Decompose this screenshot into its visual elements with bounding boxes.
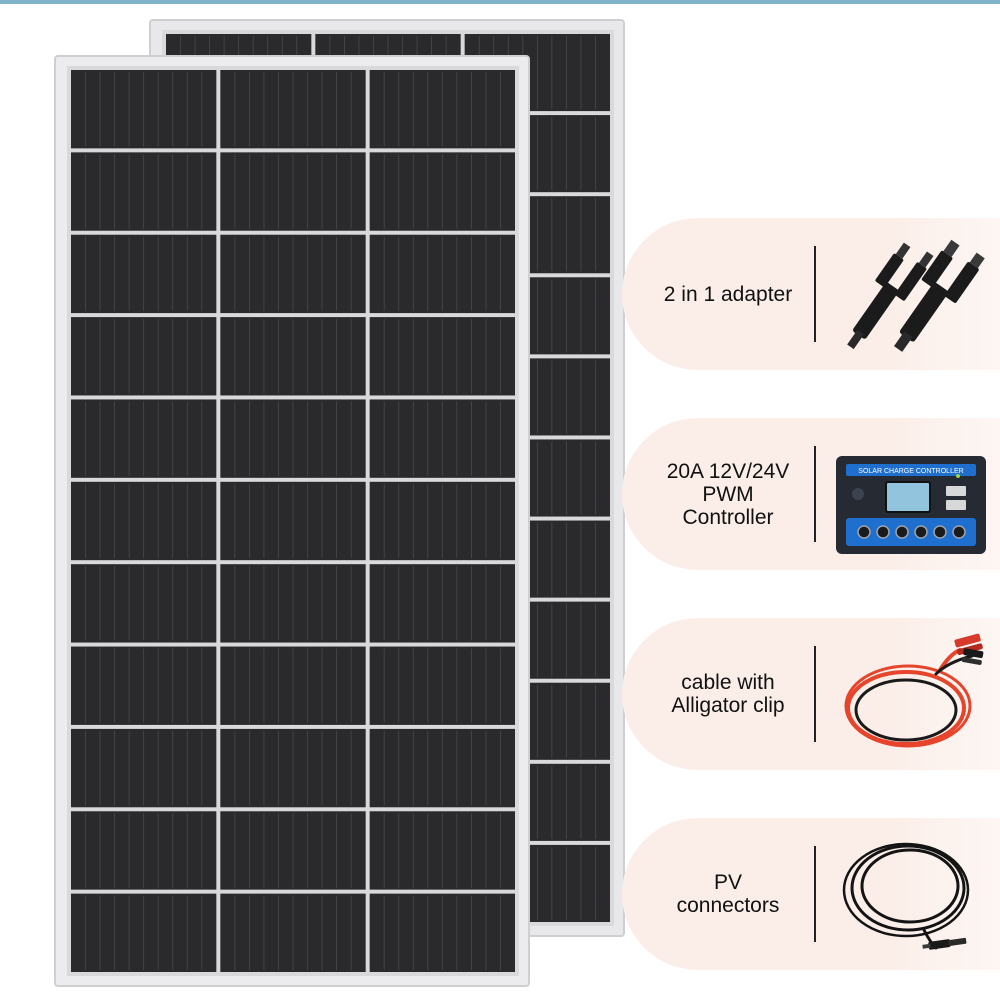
top-strip [0, 0, 1000, 4]
accessory-card-cable: cable with Alligator clip [622, 618, 1000, 770]
cable-label: cable with Alligator clip [671, 671, 785, 717]
accessory-card-adapter: 2 in 1 adapter [622, 218, 1000, 370]
card-divider [814, 446, 816, 542]
accessory-card-controller: 20A 12V/24V PWM Controller SOLAR CHARGE … [622, 418, 1000, 570]
adapter-label: 2 in 1 adapter [663, 282, 793, 306]
pv-label: PV connectors [676, 871, 780, 917]
controller-device-text: SOLAR CHARGE CONTROLLER [858, 468, 963, 475]
controller-label: 20A 12V/24V PWM Controller [666, 459, 790, 529]
card-divider [814, 646, 816, 742]
alligator-clip-cable-icon [844, 633, 984, 748]
front-solar-panel [54, 55, 530, 987]
card-divider [814, 846, 816, 942]
y-branch-connector-icon [847, 239, 985, 352]
charge-controller-icon: SOLAR CHARGE CONTROLLER [836, 456, 986, 554]
accessory-card-pv: PV connectors [622, 818, 1000, 970]
pv-cable-icon [842, 842, 970, 950]
card-divider [814, 246, 816, 342]
